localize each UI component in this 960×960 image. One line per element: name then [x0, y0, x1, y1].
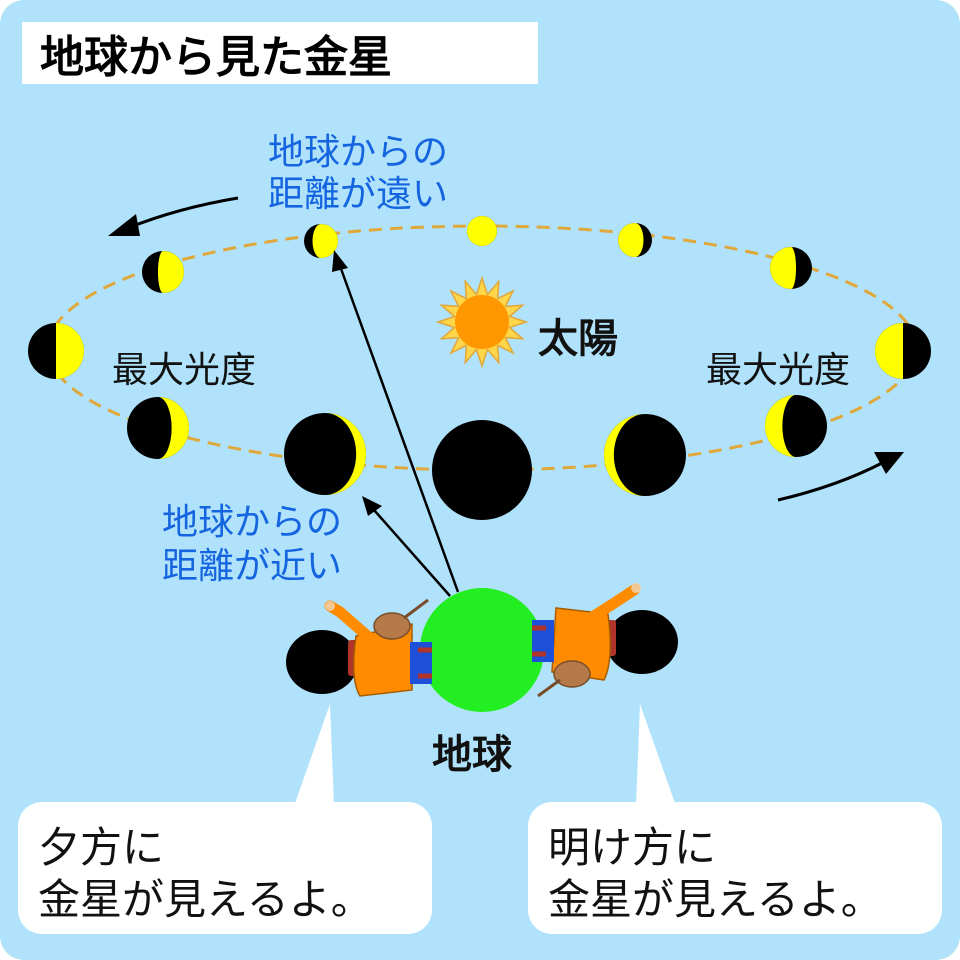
far-label-line1: 地球からの [268, 132, 448, 173]
venus-phase-2 [618, 223, 652, 257]
orbit-arrow-left [108, 196, 239, 236]
earth-icon [420, 588, 544, 712]
venus-phase-7 [432, 420, 532, 520]
morning-speech-bubble: 明け方に 金星が見えるよ。 [528, 704, 942, 934]
morning-observer-icon [532, 583, 678, 698]
page-title: 地球から見た金星 [40, 32, 392, 83]
venus-phase-3 [770, 247, 812, 289]
orbit-arrow-right [777, 452, 904, 502]
venus-phase-1 [467, 216, 497, 246]
sun-icon [435, 275, 529, 369]
sight-line-far [332, 250, 460, 593]
venus-phase-11 [142, 251, 184, 293]
venus-phase-4 [875, 323, 931, 379]
far-label-line2: 距離が遠い [268, 174, 448, 215]
sun-label: 太陽 [538, 316, 618, 362]
venus-phases [28, 216, 931, 520]
title-box [22, 22, 538, 84]
morning-bubble-line1: 明け方に [548, 823, 716, 872]
near-label-line2: 距離が近い [162, 546, 342, 587]
max-brightness-left: 最大光度 [112, 350, 256, 391]
venus-phase-5 [765, 395, 827, 457]
venus-phase-9 [127, 397, 189, 459]
venus-phase-6 [604, 414, 686, 496]
evening-observer-icon [286, 598, 432, 697]
evening-speech-bubble: 夕方に 金星が見えるよ。 [18, 704, 432, 934]
evening-bubble-line1: 夕方に [38, 823, 164, 872]
near-label-line1: 地球からの [162, 502, 342, 543]
sight-line-near [362, 496, 451, 597]
earth-label: 地球 [432, 732, 513, 778]
max-brightness-right: 最大光度 [706, 350, 850, 391]
morning-bubble-line2: 金星が見えるよ。 [548, 875, 883, 924]
evening-bubble-line2: 金星が見えるよ。 [38, 875, 373, 924]
venus-phase-8 [284, 413, 366, 495]
venus-phase-12 [304, 224, 338, 258]
venus-phase-10 [28, 323, 84, 379]
